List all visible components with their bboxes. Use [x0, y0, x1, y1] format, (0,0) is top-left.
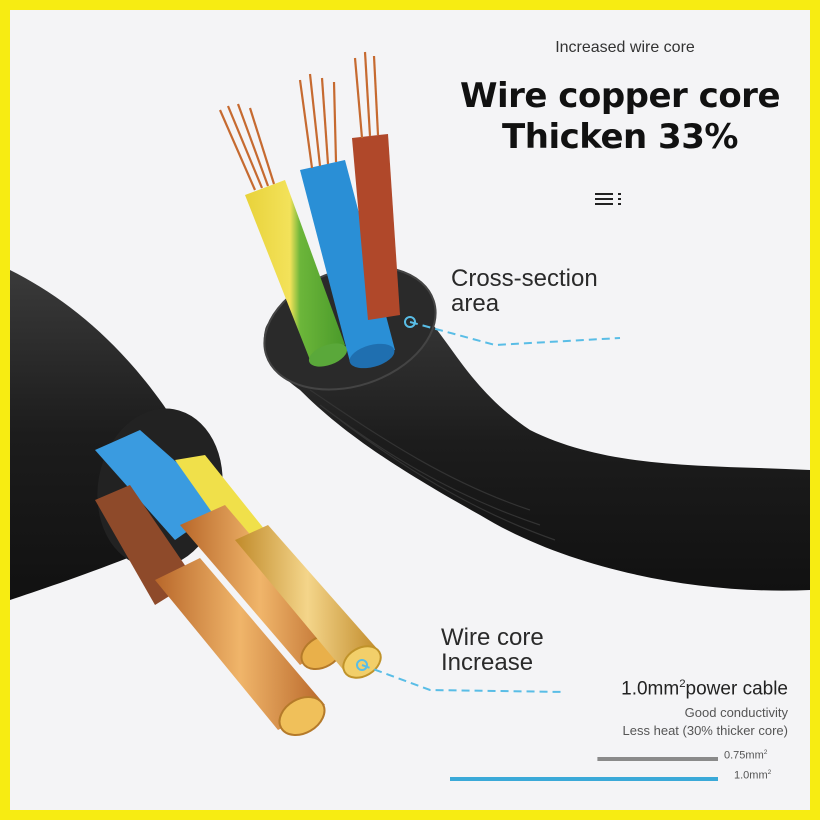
wire-core-line-1: Wire core — [441, 624, 544, 651]
menu-lines-icon — [595, 193, 621, 205]
subtitle: Increased wire core — [555, 39, 695, 56]
callout-lines — [361, 321, 621, 693]
spec-title-suffix: power cable — [685, 678, 788, 700]
callout-dot-bottom — [356, 659, 368, 671]
spec-title: 1.0mm2power cable — [570, 678, 788, 700]
bar-label-10-sup: 2 — [767, 769, 772, 776]
copper-bundle-1 — [180, 505, 340, 665]
spec-line-2: Less heat (30% thicker core) — [622, 723, 788, 738]
callout-dot-top — [404, 316, 416, 328]
bar-label-075: 0.75mm2 — [724, 749, 767, 762]
bar-label-10-text: 1.0mm — [734, 769, 768, 782]
cross-section-callout: Cross-section area — [451, 265, 651, 318]
cable-illustration — [10, 51, 810, 781]
spec-title-prefix: 1.0mm — [621, 678, 680, 700]
copper-bundle-3 — [155, 558, 325, 730]
comparison-bar-1 — [450, 777, 718, 781]
green-yellow-wire — [245, 180, 345, 360]
headline-line-2: Thicken 33% — [502, 116, 738, 157]
copper-bundle-2 — [235, 525, 380, 672]
wire-core-line-2: Increase — [441, 649, 534, 677]
headline: Wire copper core Thicken 33% — [430, 76, 810, 158]
copper-strands-top — [218, 51, 380, 191]
bar-label-075-sup: 2 — [763, 749, 768, 756]
bar-label-10: 1.0mm2 — [734, 769, 771, 782]
comparison-bars — [450, 757, 718, 781]
brown-wire-right — [352, 134, 400, 320]
comparison-bar-0 — [597, 757, 718, 761]
headline-line-1: Wire copper core — [459, 76, 781, 116]
blue-wire-left — [95, 430, 225, 540]
spec-title-sup: 2 — [679, 678, 686, 690]
cross-section-line-2: area — [451, 290, 500, 318]
yellow-wire-left — [175, 455, 265, 545]
wire-core-callout: Wire core Increase — [441, 624, 611, 677]
jacket-texture — [309, 389, 556, 541]
cross-section-line-1: Cross-section — [451, 265, 598, 292]
spec-line-1: Good conductivity — [684, 705, 788, 720]
bar-label-075-text: 0.75mm — [724, 749, 764, 762]
right-cable-jacket — [263, 295, 810, 591]
